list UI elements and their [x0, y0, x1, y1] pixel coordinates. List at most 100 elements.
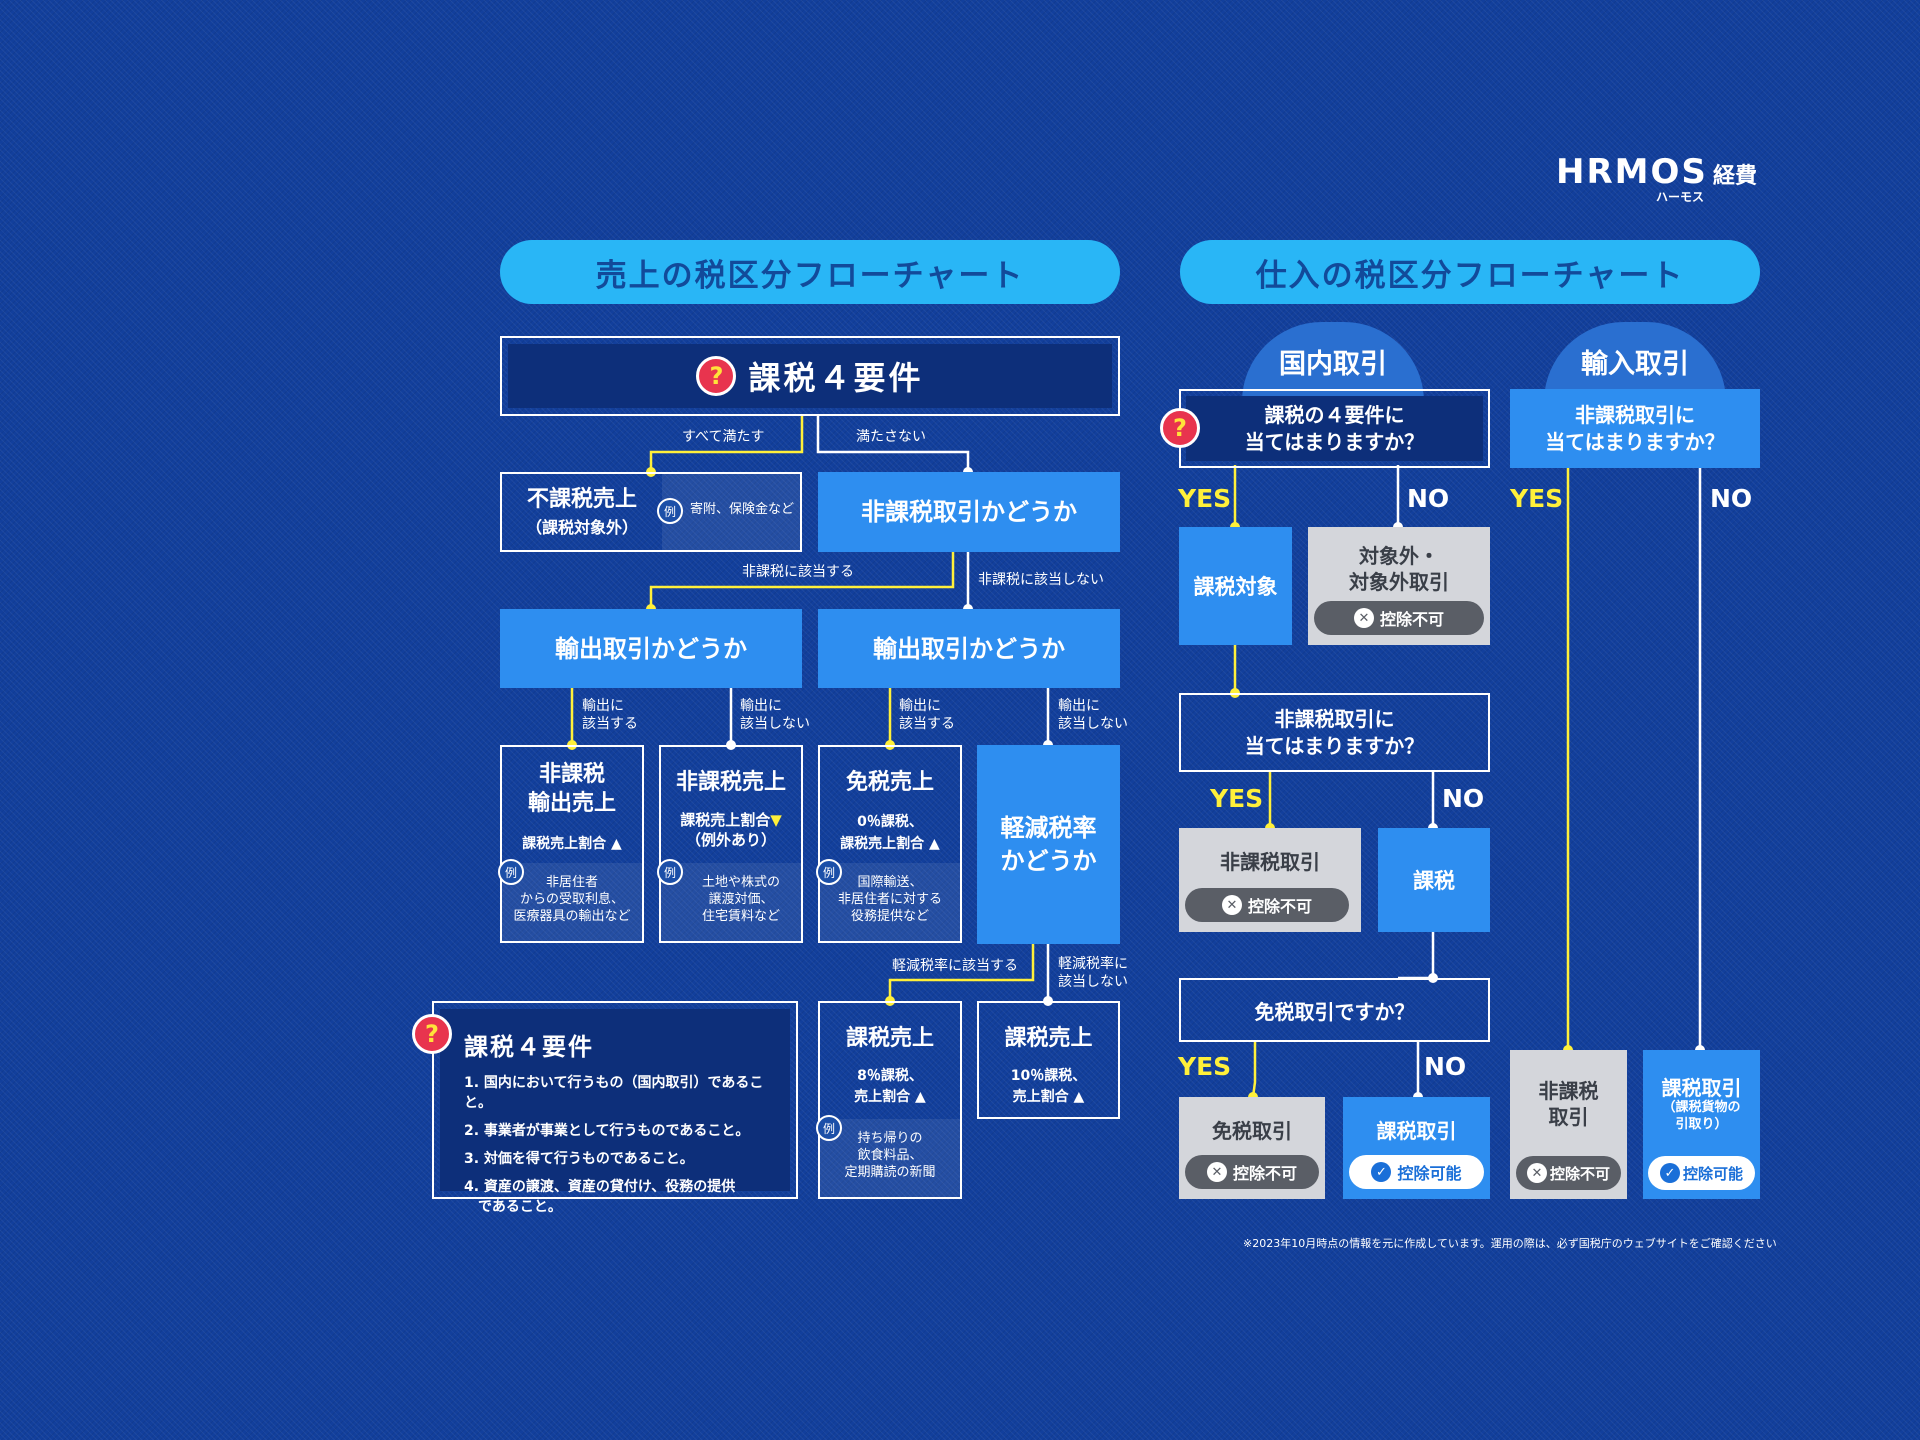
arrow-up-icon: ▲: [1073, 1089, 1085, 1105]
purchase-title: 仕入の税区分フローチャート: [1180, 240, 1760, 304]
b2-title: 非課税売上: [675, 770, 786, 795]
domestic-label: 国内取引: [1279, 349, 1387, 380]
b2-ratio-text: 課税売上割合: [680, 811, 771, 829]
deduct-no-badge: ✕控除不可: [1314, 601, 1484, 635]
deduct-no-text: 控除不可: [1247, 897, 1312, 916]
example-icon: 例: [498, 859, 524, 885]
example-icon: 例: [816, 1115, 842, 1141]
c1-example: 持ち帰りの 飲食料品、 定期購読の新聞: [844, 1131, 936, 1180]
b2-ratio: 課税売上割合▼: [661, 809, 801, 830]
b2-example: 土地や株式の 譲渡対価、 住宅賃料など: [701, 875, 780, 924]
deduct-no-badge: ✕ 控除不可: [1185, 1155, 1319, 1189]
hikazei-sales-box: 非課税売上 課税売上割合▼ （例外あり） 例 土地や株式の 譲渡対価、 住宅賃料…: [657, 745, 803, 943]
arrow-up-icon: ▲: [611, 836, 622, 852]
sales-title: 売上の税区分フローチャート: [500, 240, 1120, 304]
deduct-no-badge: ✕ 控除不可: [1185, 888, 1349, 922]
sales-requirements-box: ? 課税４要件: [500, 336, 1120, 416]
yes-label: YES: [1178, 484, 1232, 513]
no-label: NO: [1424, 1052, 1467, 1081]
logo-suffix: 経費: [1712, 164, 1757, 189]
requirements-legend: 課税４要件 1. 国内において行うもの（国内取引）であること。 2. 事業者が事…: [432, 1001, 798, 1215]
b3-ratio-text: 課税売上割合: [840, 836, 925, 852]
fukazei-sub: （課税対象外）: [525, 518, 638, 538]
b3-sub: 0％課税、: [857, 814, 923, 830]
cross-icon: ✕: [1526, 1163, 1547, 1183]
menzei-sales-box: 免税売上 0％課税、 課税売上割合 ▲ 例 国際輸送、 非居住者に対する 役務提…: [816, 745, 962, 943]
c1-title: 課税売上: [845, 1026, 934, 1051]
deduct-ok-text: 控除可能: [1682, 1164, 1743, 1183]
legend-item-4: 4. 資産の譲渡、資産の貸付け、役務の提供 であること。: [464, 1179, 736, 1215]
purchase-q2: 非課税取引に 当てはまりますか？: [1179, 693, 1490, 772]
check-icon: ✓: [1659, 1163, 1680, 1183]
standard-tax-sales-box: 課税売上 10％課税、 売上割合 ▲: [977, 1001, 1120, 1119]
example-icon: 例: [657, 859, 683, 885]
import-taxable-sub: （課税貨物の 引取り）: [1662, 1100, 1741, 1132]
out-of-scope-box: 対象外・ 対象外取引 ✕控除不可: [1308, 527, 1490, 645]
taxable-target: 課税対象: [1179, 527, 1292, 645]
c1-ratio: 売上割合 ▲: [820, 1086, 960, 1106]
no-label: NO: [1710, 484, 1753, 513]
out-of-scope-title: 対象外・ 対象外取引: [1349, 544, 1449, 594]
label-keigen-no: 軽減税率に 該当しない: [1058, 956, 1128, 991]
example-icon: 例: [657, 498, 683, 524]
b1-title: 非課税 輸出売上: [527, 762, 616, 816]
menzei-purchase-box: 免税取引 ✕ 控除不可: [1179, 1097, 1325, 1199]
cross-icon: ✕: [1221, 895, 1242, 915]
hikazei-question: 非課税取引かどうか: [818, 472, 1120, 552]
taxable-box: 課税: [1378, 828, 1490, 932]
hikazei-purchase-box: 非課税取引 ✕ 控除不可: [1179, 828, 1361, 932]
no-label: NO: [1407, 484, 1450, 513]
fukazei-title: 不課税売上: [526, 486, 637, 512]
deduct-no-badge: ✕控除不可: [1516, 1156, 1621, 1190]
label-hikazei-no: 非課税に該当しない: [978, 572, 1104, 588]
fukazei-box: 不課税売上 （課税対象外） 例 寄附、保険金など: [500, 472, 802, 552]
yes-label: YES: [1210, 784, 1264, 813]
legend-title: 課税４要件: [464, 1033, 594, 1061]
label-not-met: 満たさない: [856, 429, 926, 445]
purchase-q1-box: 課税の４要件に 当てはまりますか？: [1179, 389, 1490, 468]
label-export2-yes: 輸出に 該当する: [899, 698, 955, 733]
import-question: 非課税取引に 当てはまりますか？: [1510, 389, 1760, 468]
legend-item-1: 1. 国内において行うもの（国内取引）であること。: [464, 1075, 764, 1111]
c2-title: 課税売上: [1004, 1026, 1093, 1051]
b3-example: 国際輸送、 非居住者に対する 役務提供など: [837, 875, 942, 924]
label-all-met: すべて満たす: [682, 429, 765, 445]
requirements-label: 課税４要件: [748, 359, 924, 397]
import-hikazei-title: 非課税 取引: [1538, 1079, 1599, 1129]
purchase-q1: 課税の４要件に 当てはまりますか？: [1186, 396, 1483, 461]
arrow-up-icon: ▲: [929, 836, 940, 852]
fukazei-example: 寄附、保険金など: [690, 502, 795, 517]
menzei-purchase-title: 免税取引: [1212, 1119, 1292, 1143]
check-icon: ✓: [1371, 1162, 1392, 1182]
hikazei-purchase-title: 非課税取引: [1220, 850, 1320, 874]
label-hikazei-yes: 非課税に該当する: [742, 564, 854, 580]
logo-brand: HRMOS: [1556, 152, 1708, 192]
question-icon: ?: [696, 356, 737, 396]
arrow-up-icon: ▲: [915, 1089, 926, 1105]
taxable-purchase-box: 課税取引 ✓控除可能: [1343, 1097, 1490, 1199]
question-icon: ?: [412, 1014, 452, 1054]
b1-ratio: 課税売上割合 ▲: [502, 833, 642, 853]
cross-icon: ✕: [1206, 1162, 1227, 1182]
label-export1-yes: 輸出に 該当する: [582, 698, 638, 733]
export-question-right: 輸出取引かどうか: [818, 609, 1120, 688]
label-export1-no: 輸出に 該当しない: [740, 698, 810, 733]
import-hikazei-box: 非課税 取引 ✕控除不可: [1510, 1050, 1627, 1199]
import-taxable-title: 課税取引: [1661, 1076, 1742, 1100]
import-label: 輸入取引: [1581, 349, 1689, 380]
b3-title: 免税売上: [845, 770, 934, 795]
c1-ratio-text: 売上割合: [854, 1089, 911, 1105]
import-taxable-box: 課税取引 （課税貨物の 引取り） ✓控除可能: [1643, 1050, 1760, 1199]
c2-ratio: 売上割合 ▲: [979, 1086, 1118, 1106]
c1-sub: 8％課税、: [857, 1068, 923, 1084]
b3-ratio: 課税売上割合 ▲: [820, 833, 960, 853]
example-icon: 例: [816, 859, 842, 885]
footnote: ※2023年10月時点の情報を元に作成しています。運用の際は、必ず国税庁のウェブ…: [1243, 1237, 1777, 1250]
arrow-down-icon: ▼: [770, 811, 782, 829]
hikazei-export-sales-box: 非課税 輸出売上 課税売上割合 ▲ 例 非居住者 からの受取利息、 医療器具の輸…: [498, 745, 644, 943]
yes-label: YES: [1510, 484, 1564, 513]
deduct-no-text: 控除不可: [1232, 1164, 1297, 1183]
logo-kana: ハーモス: [1656, 190, 1705, 204]
export-question-left: 輸出取引かどうか: [500, 609, 802, 688]
